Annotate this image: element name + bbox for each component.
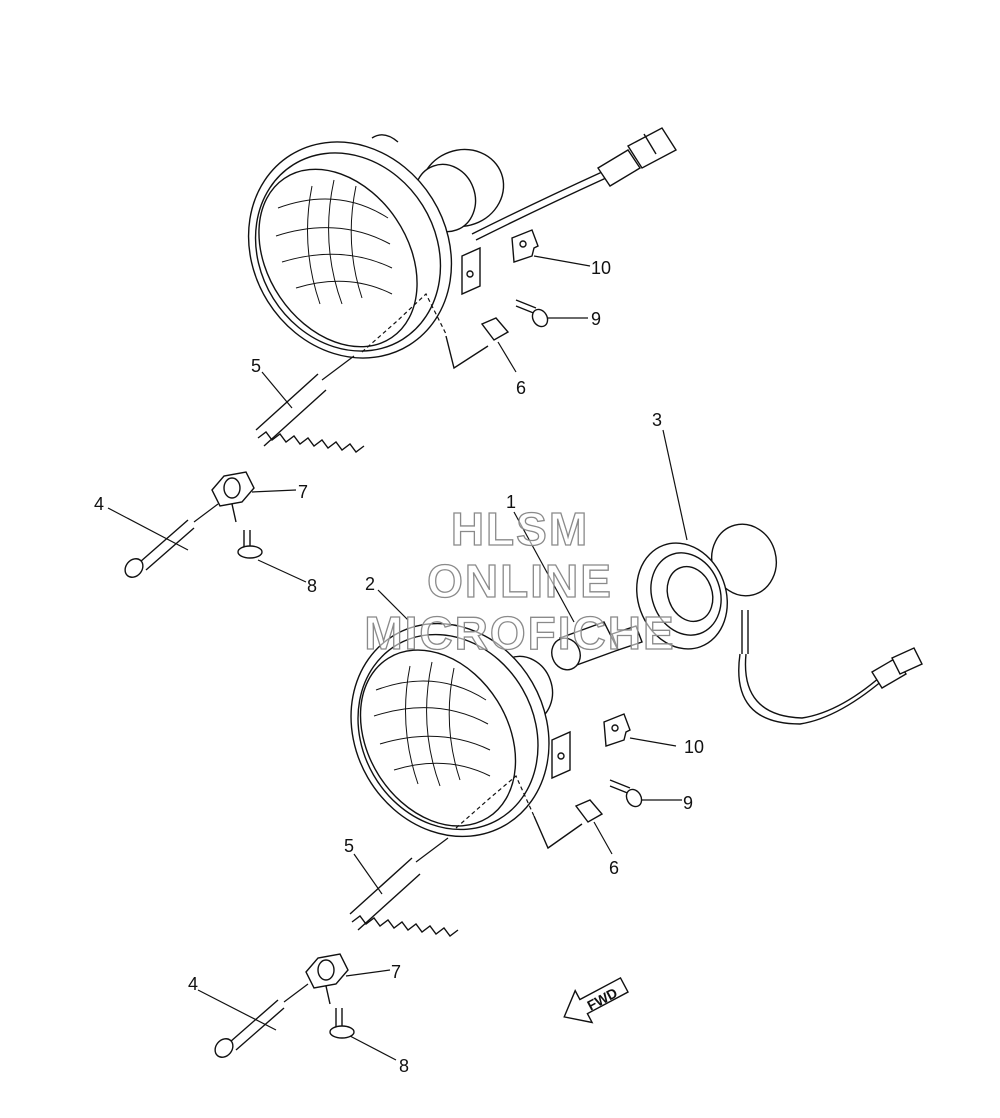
fwd-arrow-icon: FWD bbox=[563, 976, 629, 1024]
callout-6-upper: 6 bbox=[516, 378, 526, 398]
bulb-socket bbox=[636, 523, 923, 725]
screw-lower bbox=[609, 779, 643, 808]
callout-6-lower: 6 bbox=[609, 858, 619, 878]
callout-5-upper: 5 bbox=[251, 356, 261, 376]
spring-upper bbox=[255, 355, 365, 453]
callout-8-upper: 8 bbox=[307, 576, 317, 596]
screw-8-lower bbox=[329, 1008, 355, 1039]
callout-9-lower: 9 bbox=[683, 793, 693, 813]
spring-lower bbox=[349, 837, 459, 937]
callout-5-lower: 5 bbox=[344, 836, 354, 856]
callout-4-lower: 4 bbox=[188, 974, 198, 994]
screw-8-upper bbox=[237, 530, 263, 559]
upper-headlight bbox=[247, 127, 677, 370]
callout-1: 1 bbox=[506, 492, 516, 512]
callout-9-upper: 9 bbox=[591, 309, 601, 329]
callout-7-lower: 7 bbox=[391, 962, 401, 982]
lower-headlight bbox=[350, 622, 583, 850]
grommet-lower bbox=[574, 799, 604, 823]
callout-8-lower: 8 bbox=[399, 1056, 409, 1076]
bolt-lower bbox=[214, 983, 309, 1058]
callout-4-upper: 4 bbox=[94, 494, 104, 514]
screw-upper bbox=[515, 299, 549, 328]
callout-3: 3 bbox=[652, 410, 662, 430]
callout-7-upper: 7 bbox=[298, 482, 308, 502]
bulb bbox=[551, 621, 643, 671]
grommet-upper bbox=[480, 317, 510, 341]
callout-10-lower: 10 bbox=[684, 737, 704, 757]
callout-10-upper: 10 bbox=[591, 258, 611, 278]
clamp-lower bbox=[305, 953, 349, 1005]
callout-2: 2 bbox=[365, 574, 375, 594]
clamp-upper bbox=[211, 471, 255, 523]
bolt-upper bbox=[124, 503, 219, 578]
